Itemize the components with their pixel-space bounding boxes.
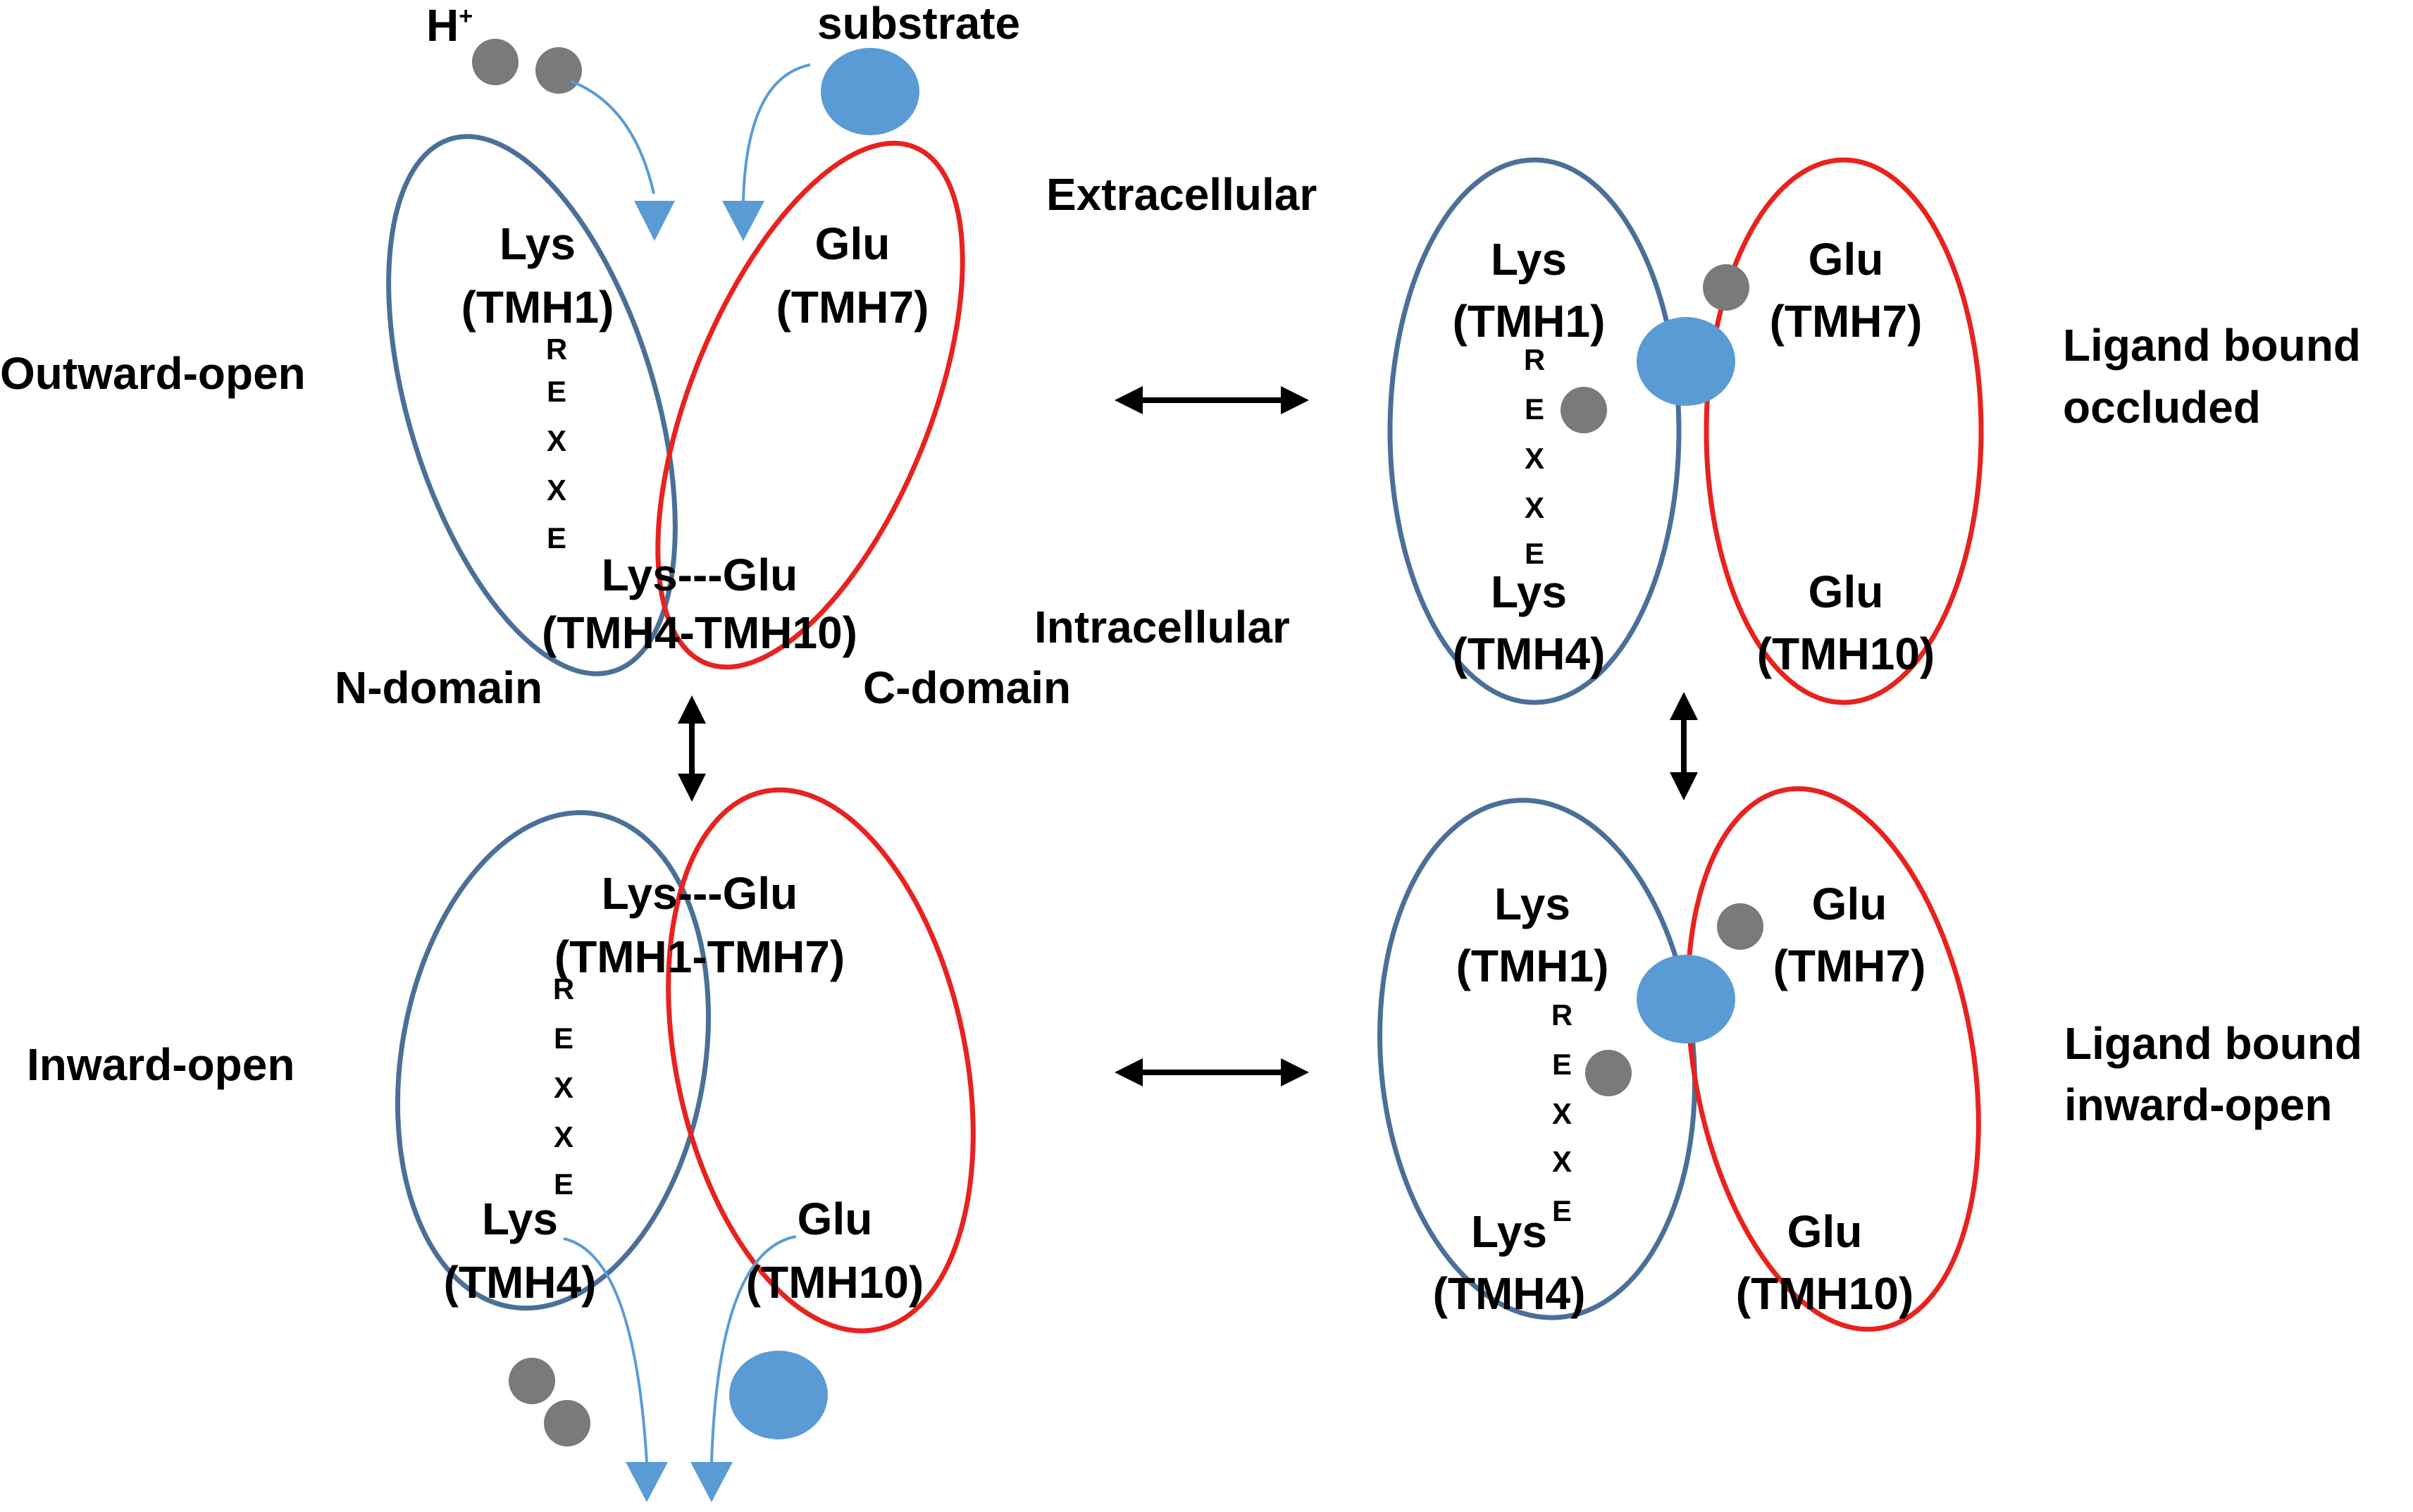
occluded-title-line2: occluded [2063,382,2261,433]
substrate-molecule [1637,317,1735,406]
proton [1561,387,1607,433]
n-domain-ellipse [1377,798,1697,1320]
n-domain-label: N-domain [335,662,542,713]
glu-tmh10-label: Glu [798,1194,873,1244]
substrate-molecule [821,48,919,135]
motif-residue: X [547,424,566,457]
lys-tmh4-helix: (TMH4) [1453,628,1606,679]
lys-tmh4-helix: (TMH4) [444,1257,597,1308]
lys-tmh1-label: Lys [1491,234,1567,285]
motif-residue: E [1525,537,1544,570]
proton-arrowhead [634,201,675,241]
extracellular-label: Extracellular [1046,169,1317,220]
occluded-state: Lys (TMH1) Glu (TMH7) R E X X E Lys (TMH… [1387,157,2361,705]
outward-open-title: Outward-open [0,348,306,399]
motif-residue: R [1524,343,1545,376]
lys-tmh1-helix: (TMH1) [461,282,614,333]
substrate-arrowhead [690,1462,733,1502]
bound-inward-title-line2: inward-open [2064,1079,2332,1130]
substrate-molecule [729,1351,828,1439]
motif-residue: E [1525,392,1544,426]
motif-residue: E [554,1022,573,1055]
glu-tmh7-helix: (TMH7) [1773,941,1926,991]
proton [1717,903,1763,950]
proton [1703,264,1749,311]
c-domain-ellipse [655,140,965,670]
motif-residue: E [1552,1194,1572,1227]
c-domain-ellipse [666,787,976,1334]
bound-inward-title-line1: Ligand bound [2064,1018,2362,1069]
lys-tmh1-helix: (TMH1) [1453,296,1606,347]
motif-residue: E [554,1167,573,1201]
c-domain-ellipse [1685,786,1981,1332]
lys-glu-pair-label: Lys---Glu [602,550,798,600]
motif-residue: R [553,972,574,1005]
motif-residue: X [1552,1097,1572,1130]
motif-residue: X [547,473,566,507]
glu-tmh7-label: Glu [1812,879,1887,929]
lys-tmh1-helix: (TMH1) [1456,941,1609,991]
inward-open-state: Lys---Glu (TMH1-TMH7) R E X X E Lys (TMH… [27,787,976,1502]
motif-residue: E [547,375,566,408]
substrate-label: substrate [817,0,1020,49]
glu-tmh10-label: Glu [1809,566,1884,617]
motif-residue: E [547,521,566,554]
glu-tmh10-label: Glu [1787,1206,1863,1257]
intracellular-label: Intracellular [1034,602,1290,652]
substrate-flow-arrow [742,63,811,202]
lys-glu-pair-helices: (TMH1-TMH7) [554,931,845,982]
motif-residue: E [1552,1048,1572,1081]
glu-tmh7-helix: (TMH7) [776,282,929,333]
lys-tmh4-label: Lys [1471,1206,1547,1257]
n-domain-ellipse [386,134,678,676]
h-plus-label: H+ [426,0,473,51]
proton-flow-arrow [570,80,655,194]
glu-tmh10-helix: (TMH10) [1757,628,1935,679]
proton [535,47,582,94]
motif-residue: X [554,1071,573,1104]
lys-tmh4-label: Lys [482,1194,558,1244]
lys-tmh1-label: Lys [1494,879,1570,929]
c-domain-ellipse [1704,157,1984,705]
bound-inward-open-state: Lys (TMH1) Glu (TMH7) R E X X E Lys (TMH… [1377,786,2362,1332]
n-domain-ellipse [395,810,712,1311]
proton [509,1358,555,1404]
c-domain-label: C-domain [863,662,1071,713]
substrate-molecule [1637,955,1735,1043]
substrate-arrowhead [722,201,764,241]
proton [472,39,519,85]
n-domain-ellipse [1387,157,1682,705]
lys-tmh4-helix: (TMH4) [1433,1268,1586,1319]
lys-tmh4-label: Lys [1491,566,1567,617]
proton [544,1400,590,1446]
motif-residue: X [1525,491,1544,524]
motif-residue: X [1552,1145,1572,1178]
substrate-release-arrow [710,1235,797,1463]
lys-tmh1-label: Lys [500,218,576,269]
occluded-title-line1: Ligand bound [2063,320,2361,371]
proton [1585,1050,1632,1096]
glu-tmh7-helix: (TMH7) [1770,296,1923,347]
lys-glu-pair-helices: (TMH4-TMH10) [542,607,857,658]
glu-tmh7-label: Glu [1809,234,1884,285]
glu-tmh7-label: Glu [815,218,891,269]
lys-glu-pair-label: Lys---Glu [602,868,798,919]
proton-release-arrow [563,1237,648,1463]
motif-residue: R [546,333,567,366]
motif-residue: R [1551,998,1573,1031]
glu-tmh10-helix: (TMH10) [746,1257,924,1308]
motif-residue: X [1525,442,1544,475]
glu-tmh10-helix: (TMH10) [1736,1268,1913,1319]
outward-open-state: H+ substrate Lys (TMH1) Glu (TMH7) R E X… [0,0,1071,713]
proton-arrowhead [626,1462,668,1502]
inward-open-title: Inward-open [27,1039,294,1090]
motif-residue: X [554,1120,573,1153]
